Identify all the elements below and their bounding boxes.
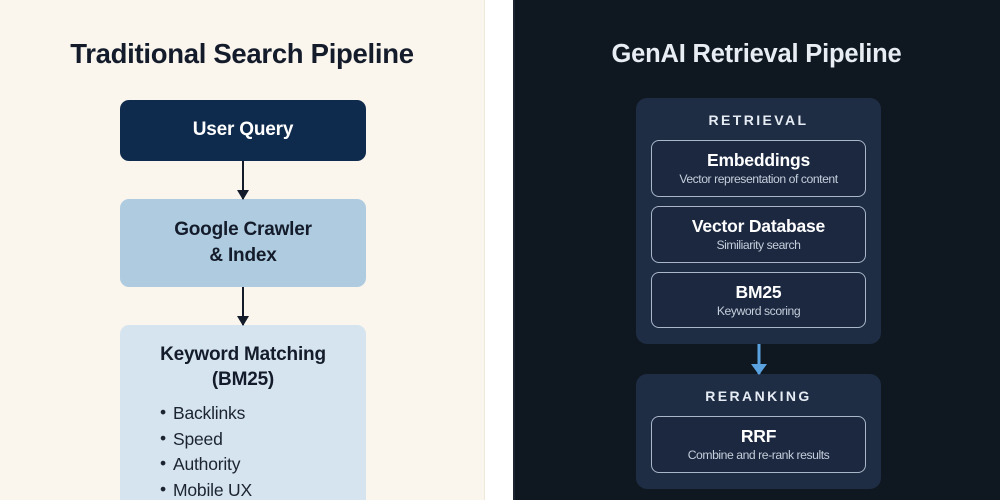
- node-user-query[interactable]: User Query: [120, 100, 366, 161]
- arrow-stem: [242, 287, 244, 326]
- node-keyword-matching[interactable]: Keyword Matching (BM25) Backlinks Speed …: [120, 325, 366, 500]
- arrow-retrieval-to-reranking: [636, 344, 881, 376]
- arrow-stem: [242, 161, 244, 199]
- group-retrieval-title: RETRIEVAL: [708, 112, 809, 128]
- node-user-query-label: User Query: [192, 119, 294, 140]
- node-vector-database[interactable]: Vector Database Similiarity search: [651, 205, 866, 263]
- genai-retrieval-panel: GenAI Retrieval Pipeline RETRIEVAL Embed…: [513, 0, 1000, 500]
- arrow-head-icon: [237, 316, 249, 327]
- list-item: Speed: [160, 426, 356, 452]
- node-bm25-title: BM25: [735, 281, 782, 302]
- node-google-crawler-line1: Google Crawler: [174, 219, 312, 240]
- right-panel-title: GenAI Retrieval Pipeline: [611, 40, 902, 68]
- arrow-head-icon: [237, 190, 249, 200]
- node-bm25[interactable]: BM25 Keyword scoring: [651, 271, 866, 329]
- node-google-crawler-line2: & Index: [209, 244, 277, 266]
- node-embeddings-subtitle: Vector representation of content: [679, 172, 838, 187]
- left-panel-title: Traditional Search Pipeline: [70, 38, 414, 69]
- group-reranking[interactable]: RERANKING RRF Combine and re-rank result…: [636, 374, 881, 490]
- node-rrf[interactable]: RRF Combine and re-rank results: [651, 416, 866, 474]
- node-keyword-matching-line2: (BM25): [211, 369, 275, 391]
- arrow-user-query-to-crawler: [120, 161, 366, 200]
- traditional-flow: User Query Google Crawler & Index Keywor…: [120, 100, 366, 500]
- node-bm25-subtitle: Keyword scoring: [716, 303, 801, 318]
- node-vector-database-subtitle: Similiarity search: [716, 237, 801, 252]
- node-rrf-title: RRF: [740, 426, 777, 447]
- node-keyword-matching-line1: Keyword Matching: [160, 344, 326, 366]
- arrow-head-icon: [750, 364, 767, 376]
- keyword-matching-factor-list: Backlinks Speed Authority Mobile UX: [130, 400, 356, 500]
- arrow-crawler-to-keyword: [120, 287, 366, 327]
- group-reranking-title: RERANKING: [705, 388, 812, 405]
- node-vector-database-title: Vector Database: [691, 215, 826, 236]
- list-item: Authority: [160, 451, 356, 477]
- list-item: Mobile UX: [160, 477, 356, 500]
- group-retrieval[interactable]: RETRIEVAL Embeddings Vector representati…: [636, 98, 881, 345]
- panel-divider: [484, 0, 513, 500]
- node-rrf-subtitle: Combine and re-rank results: [687, 448, 830, 463]
- node-google-crawler[interactable]: Google Crawler & Index: [120, 199, 366, 288]
- node-embeddings-title: Embeddings: [706, 150, 810, 170]
- node-embeddings[interactable]: Embeddings Vector representation of cont…: [651, 140, 866, 197]
- arrow-stem: [757, 344, 760, 375]
- list-item: Backlinks: [160, 400, 356, 426]
- genai-flow: RETRIEVAL Embeddings Vector representati…: [636, 98, 881, 490]
- traditional-search-panel: Traditional Search Pipeline User Query G…: [0, 0, 484, 500]
